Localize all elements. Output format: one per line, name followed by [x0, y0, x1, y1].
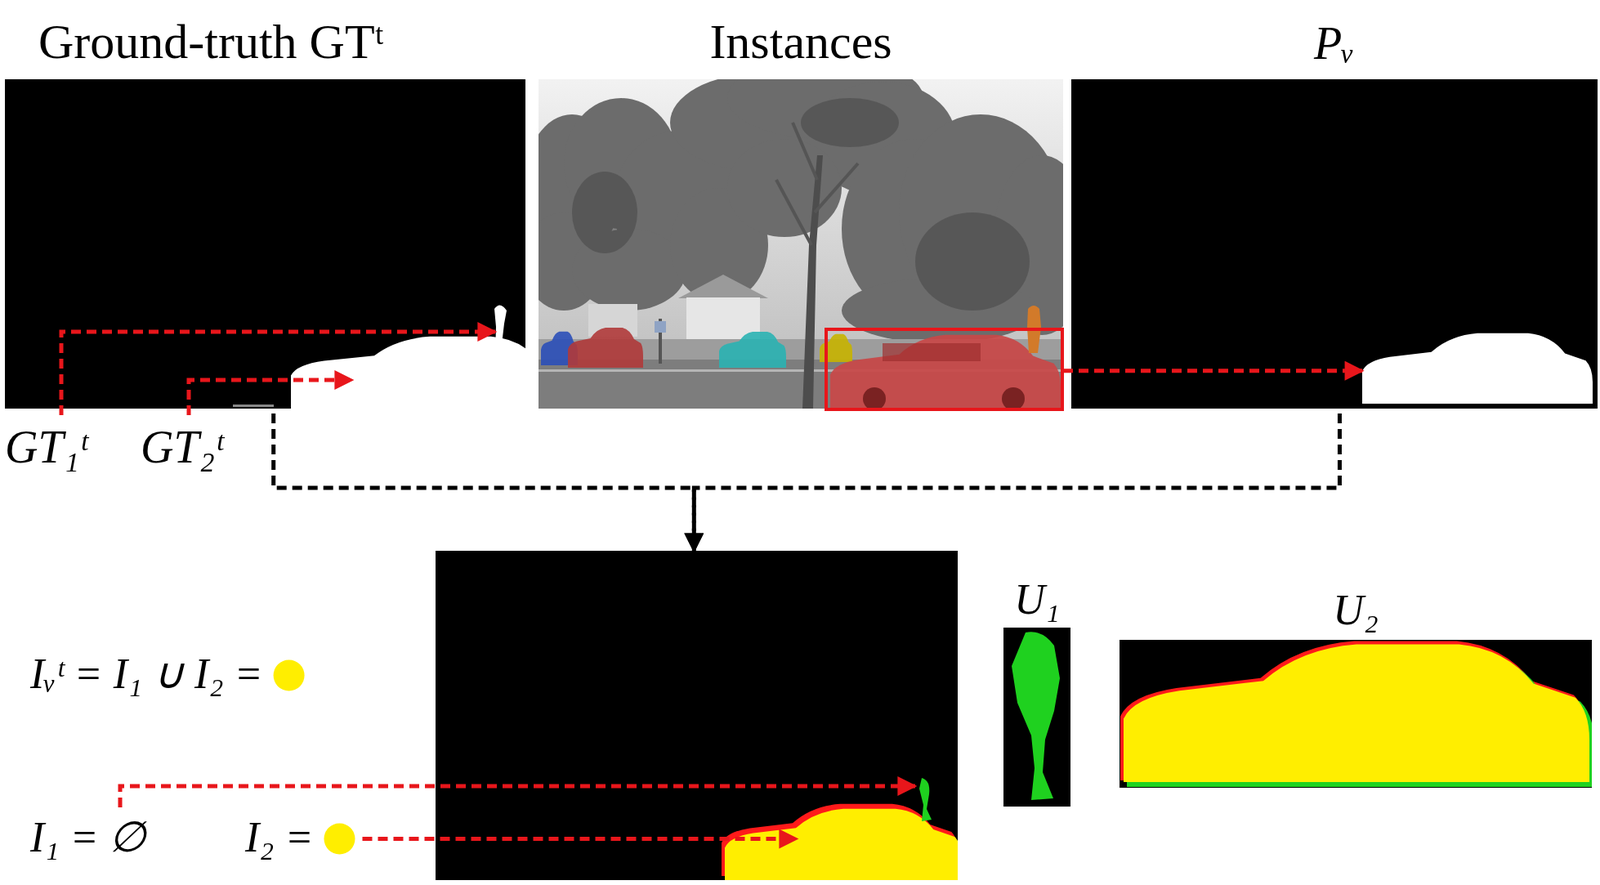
black-dashed-arrow — [693, 413, 1340, 551]
leader-line — [188, 379, 353, 416]
art-shape — [232, 304, 526, 409]
panel-heading: Pᵥ — [1313, 17, 1355, 69]
equation-label: Iᵥᵗ = I₁ ∪ I₂ = — [30, 650, 264, 698]
tree-trunk — [802, 155, 823, 409]
car-instance — [719, 331, 787, 368]
person-mask — [494, 304, 507, 354]
union-crop — [1119, 639, 1595, 788]
car-window — [882, 343, 981, 362]
leader-line — [61, 331, 496, 416]
equation-label: I₁ = ∅ — [30, 813, 146, 861]
result-panel — [435, 550, 958, 881]
leader-line — [120, 786, 916, 808]
label-holder: GT₁ᵗ — [4, 420, 87, 474]
sign — [654, 321, 666, 333]
mask-panel — [1071, 79, 1598, 409]
overlap-result — [435, 550, 966, 885]
intersection — [1123, 643, 1590, 783]
photo-panel: Instances — [538, 79, 1064, 409]
art-shape — [915, 212, 1030, 311]
panel-heading: Instances — [709, 14, 892, 69]
foliage — [538, 79, 1064, 344]
car-wheel — [1001, 387, 1025, 409]
car-mask — [290, 336, 526, 409]
region-label: GT₁ᵗ — [4, 421, 87, 473]
heading-holder: U₂ — [1119, 588, 1592, 634]
label-holder: GT₂ᵗ — [140, 420, 223, 474]
yellow-dot — [323, 823, 355, 855]
foliage-shadow — [572, 98, 1030, 311]
crop-panel: U₁ — [1003, 627, 1071, 807]
car-instance — [567, 327, 644, 368]
panel-heading: Ground-truth GTᵗ — [38, 14, 385, 69]
mask-panel: Pᵥ — [1071, 79, 1598, 409]
art-shape — [572, 171, 638, 254]
panel-heading: U₁ — [1014, 576, 1060, 623]
mask-panel — [1119, 639, 1592, 788]
street-photo — [538, 79, 1064, 409]
prediction-mask — [1071, 79, 1598, 409]
panel-heading: U₂ — [1332, 586, 1379, 634]
selection-box — [826, 329, 1063, 410]
leader-lines — [61, 331, 916, 840]
leader-line — [362, 836, 797, 841]
art-shape — [800, 98, 899, 148]
heading-holder: Instances — [538, 16, 1064, 68]
mask-panel: Ground-truth GTᵗ — [4, 79, 526, 409]
union-crop — [1003, 627, 1071, 807]
mask-panel — [1003, 627, 1071, 807]
house-roof — [678, 274, 769, 299]
false-negative — [919, 777, 932, 822]
black-dashed-arrow — [273, 413, 695, 551]
false-negative — [1011, 631, 1060, 800]
art-shape — [1120, 640, 1592, 787]
sign-mask — [232, 404, 274, 407]
car-mask — [1362, 333, 1593, 404]
tree-branch — [776, 122, 859, 246]
art-shape — [1362, 333, 1593, 404]
label-holder: I₂ = — [245, 813, 313, 863]
yellow-dot — [273, 660, 305, 692]
label-holder: Iᵥᵗ = I₁ ∪ I₂ = — [30, 649, 264, 699]
heading-holder: Pᵥ — [1071, 19, 1598, 68]
heading-holder: U₁ — [1003, 577, 1071, 623]
crop-panel: U₂ — [1119, 639, 1592, 788]
art-shape — [727, 138, 842, 237]
car-wheel — [862, 387, 886, 409]
heading-holder: Ground-truth GTᵗ — [4, 16, 526, 68]
region-label: GT₂ᵗ — [140, 421, 223, 473]
equation-label: I₂ = — [245, 813, 313, 861]
label-holder: I₁ = ∅ — [30, 813, 146, 863]
art-shape — [721, 777, 958, 881]
ground-truth-mask — [4, 79, 569, 409]
red-dashed-arrow — [1063, 368, 1363, 373]
